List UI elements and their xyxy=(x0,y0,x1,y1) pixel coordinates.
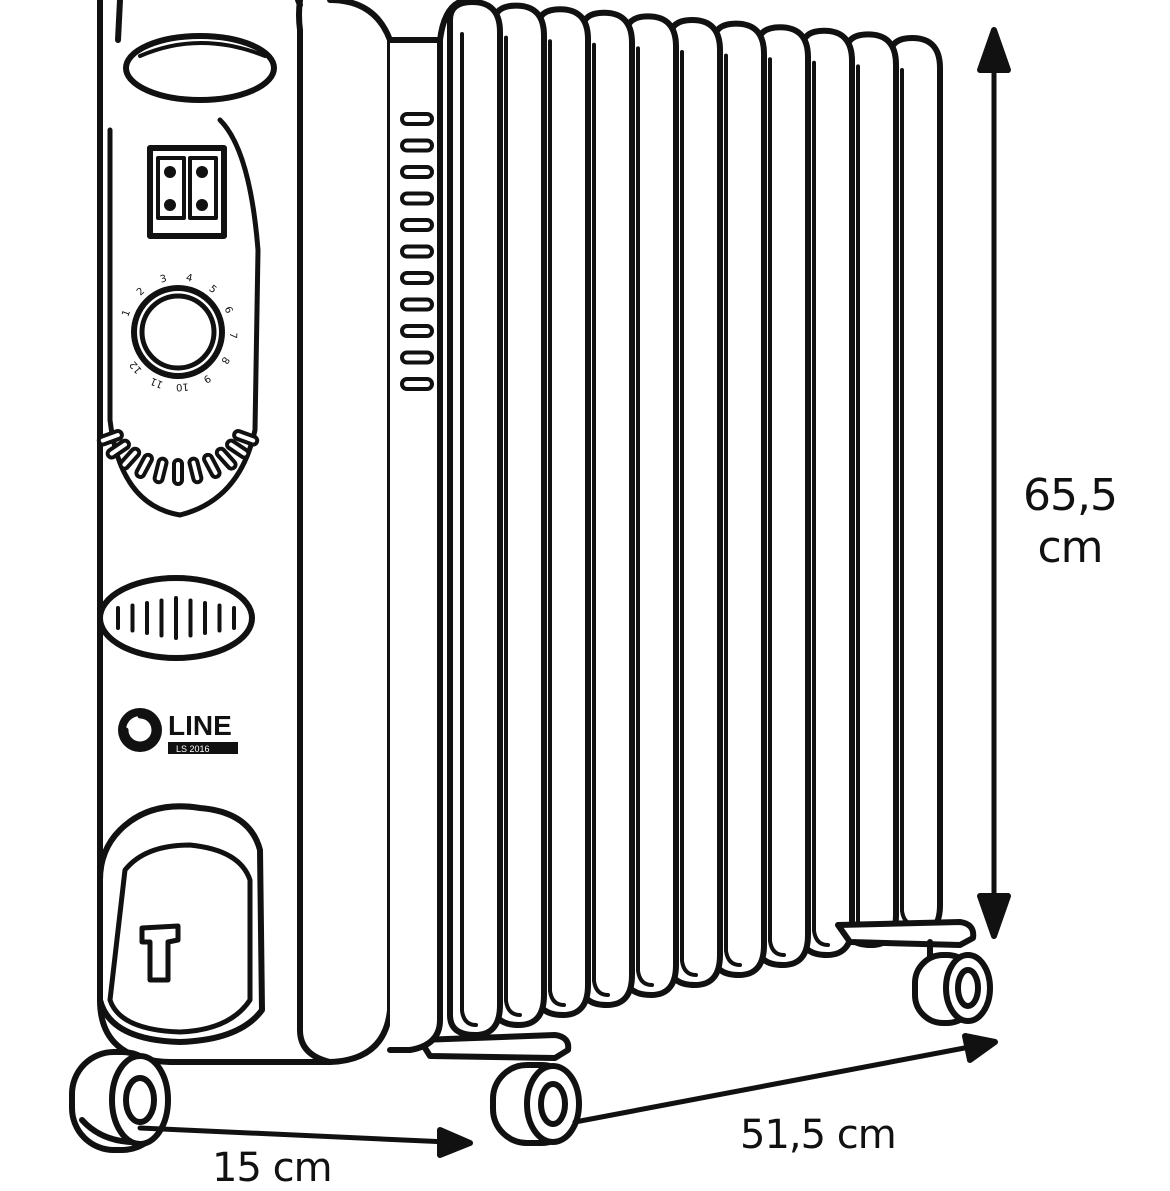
side-vent-slots xyxy=(400,112,434,391)
width-dimension-label: 51,5 cm xyxy=(740,1112,897,1158)
brand-logo-text: LINE xyxy=(168,710,232,741)
radiator-fin xyxy=(667,17,723,988)
vent-slot xyxy=(400,191,434,206)
depth-dimension-arrow xyxy=(137,1125,473,1158)
vent-slot xyxy=(400,350,434,365)
dial-mark: 3 xyxy=(159,273,168,285)
dial-mark: 1 xyxy=(121,308,134,318)
oval-grille xyxy=(97,575,255,661)
vent-slot xyxy=(172,458,184,486)
control-panel-housing xyxy=(97,0,473,1065)
height-dimension-arrow xyxy=(977,27,1011,939)
vent-slot xyxy=(134,452,154,479)
vent-slot xyxy=(202,452,222,479)
thermostat-dial[interactable] xyxy=(131,285,225,379)
vent-slot xyxy=(400,138,434,153)
dial-mark: 11 xyxy=(149,375,165,390)
depth-dimension-label: 15 cm xyxy=(212,1145,333,1191)
radiator-fin xyxy=(711,20,767,978)
height-value: 65,5 xyxy=(1023,470,1118,521)
rear-right-wheel xyxy=(912,952,993,1026)
radiator-fin xyxy=(447,0,503,1038)
radiator-fin xyxy=(535,6,591,1018)
vent-slot xyxy=(118,446,142,471)
vent-slot xyxy=(400,112,434,126)
vent-slot xyxy=(232,429,260,447)
vent-slot xyxy=(225,438,251,460)
vent-slot xyxy=(187,456,204,485)
carry-handle xyxy=(123,33,277,103)
front-left-wheel xyxy=(69,1049,171,1153)
height-dimension-label: 65,5 cm xyxy=(1010,470,1130,574)
radiator-fin xyxy=(755,24,811,968)
vent-slot xyxy=(400,165,434,179)
brand-model-text: LS 2016 xyxy=(176,744,210,754)
radiator-fins xyxy=(447,0,943,1038)
radiator-fin xyxy=(579,9,635,1008)
power-switches[interactable] xyxy=(147,145,227,239)
vent-slot xyxy=(96,429,124,447)
dial-mark: 5 xyxy=(206,283,218,296)
radiator-fin xyxy=(491,2,547,1028)
vent-slot xyxy=(400,377,434,391)
dial-mark: 9 xyxy=(201,372,212,385)
control-panel-vent-slots xyxy=(96,429,260,486)
width-dimension-arrow xyxy=(572,1033,998,1125)
rear-foot xyxy=(835,919,977,965)
vent-slot xyxy=(214,446,238,471)
vent-slot xyxy=(400,297,434,312)
vent-slot xyxy=(400,218,434,232)
dial-mark: 10 xyxy=(176,380,190,392)
dial-mark: 6 xyxy=(222,305,235,315)
vent-slot xyxy=(400,271,434,285)
middle-wheel xyxy=(490,1062,582,1146)
dial-mark: 8 xyxy=(218,354,231,365)
middle-foot xyxy=(417,1032,572,1061)
radiator-fin xyxy=(623,13,679,998)
vent-slot xyxy=(152,456,169,485)
vent-slot xyxy=(400,244,434,259)
brand-logo: LINE LS 2016 xyxy=(118,708,238,754)
control-panel-face xyxy=(107,117,261,518)
cord-storage-compartment xyxy=(97,803,265,1045)
vent-slot xyxy=(105,438,131,460)
dial-mark: 7 xyxy=(227,332,238,339)
height-unit: cm xyxy=(1037,522,1103,573)
dial-mark: 4 xyxy=(185,273,193,285)
vent-slot xyxy=(400,324,434,338)
